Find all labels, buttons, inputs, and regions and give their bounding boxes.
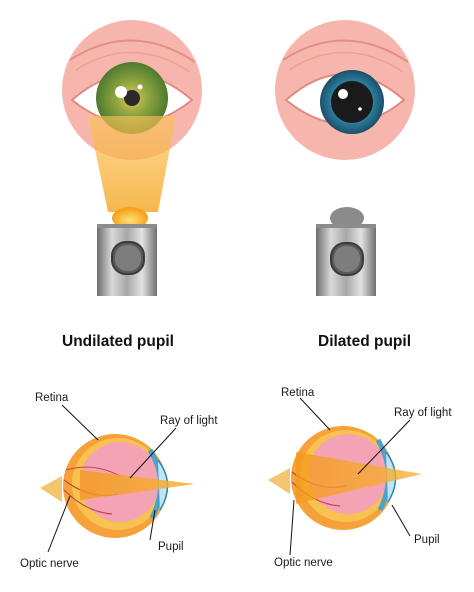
right-pupil-label: Pupil bbox=[414, 534, 440, 546]
left-panel-title: Undilated pupil bbox=[62, 333, 174, 350]
right-panel-title: Dilated pupil bbox=[318, 333, 411, 350]
right-ray-label: Ray of light bbox=[394, 407, 452, 419]
right-eyeball-diagram bbox=[268, 426, 422, 530]
left-flashlight bbox=[97, 207, 157, 296]
right-eye-face bbox=[275, 20, 415, 160]
left-retina-label: Retina bbox=[35, 392, 69, 404]
right-retina-label: Retina bbox=[281, 387, 315, 399]
right-ray bbox=[296, 452, 422, 504]
left-ray-label: Ray of light bbox=[160, 415, 218, 427]
left-eyeball-diagram bbox=[40, 434, 195, 538]
left-pupil-label: Pupil bbox=[158, 541, 184, 553]
right-nerve-label: Optic nerve bbox=[274, 557, 333, 569]
left-ray bbox=[80, 470, 195, 500]
left-nerve-label: Optic nerve bbox=[20, 558, 79, 570]
label-pointers bbox=[47, 397, 411, 556]
right-pupil bbox=[331, 81, 373, 123]
right-flashlight bbox=[316, 207, 376, 296]
left-light-cone bbox=[88, 116, 176, 212]
left-pupil bbox=[124, 90, 140, 106]
